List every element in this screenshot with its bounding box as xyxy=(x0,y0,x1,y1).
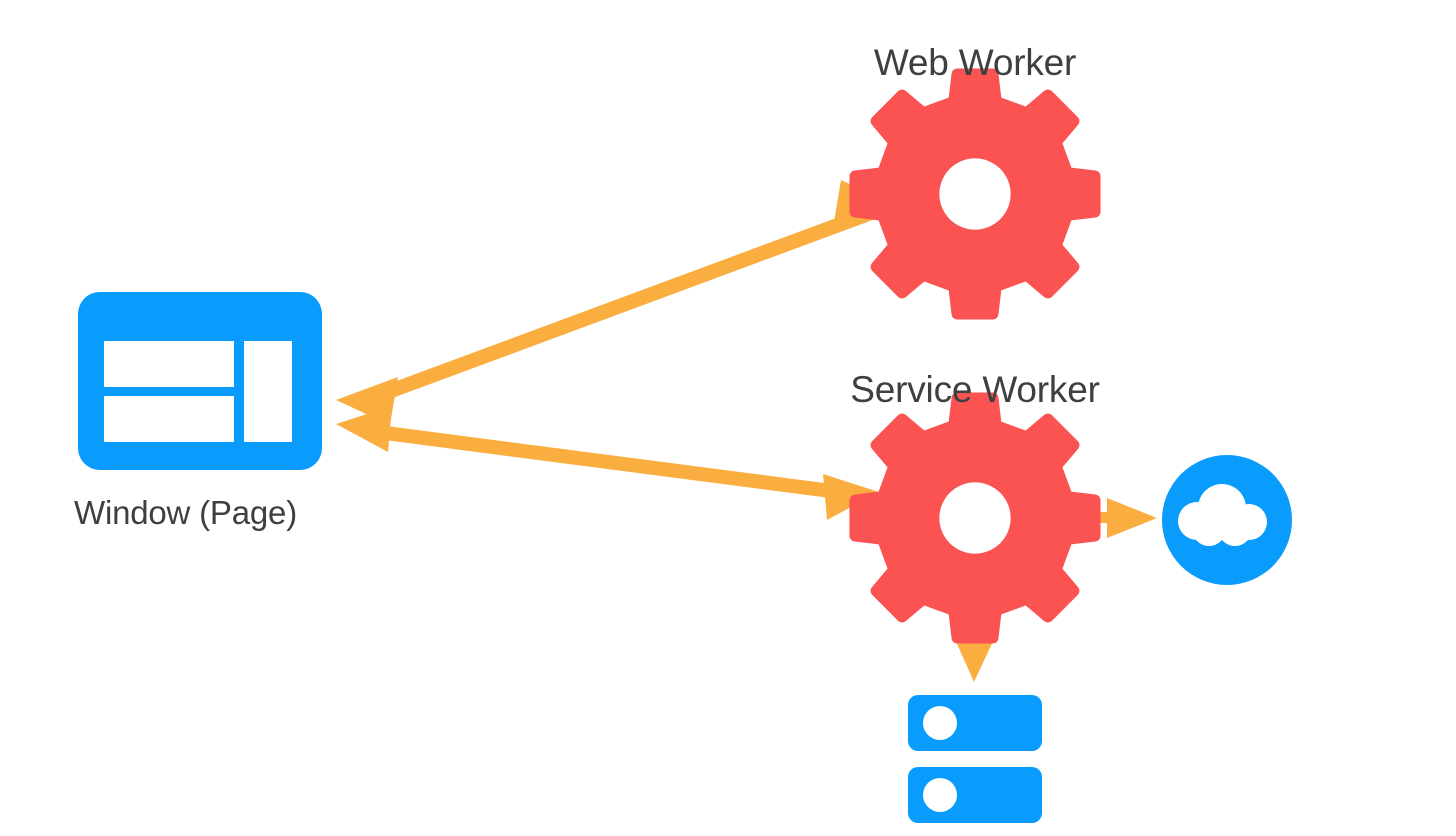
service-worker-label: Service Worker xyxy=(850,369,1100,410)
window-page-label: Window (Page) xyxy=(74,494,297,531)
storage-row-top xyxy=(908,695,1042,751)
web-worker-label: Web Worker xyxy=(873,42,1077,83)
storage-row-bottom xyxy=(908,767,1042,823)
